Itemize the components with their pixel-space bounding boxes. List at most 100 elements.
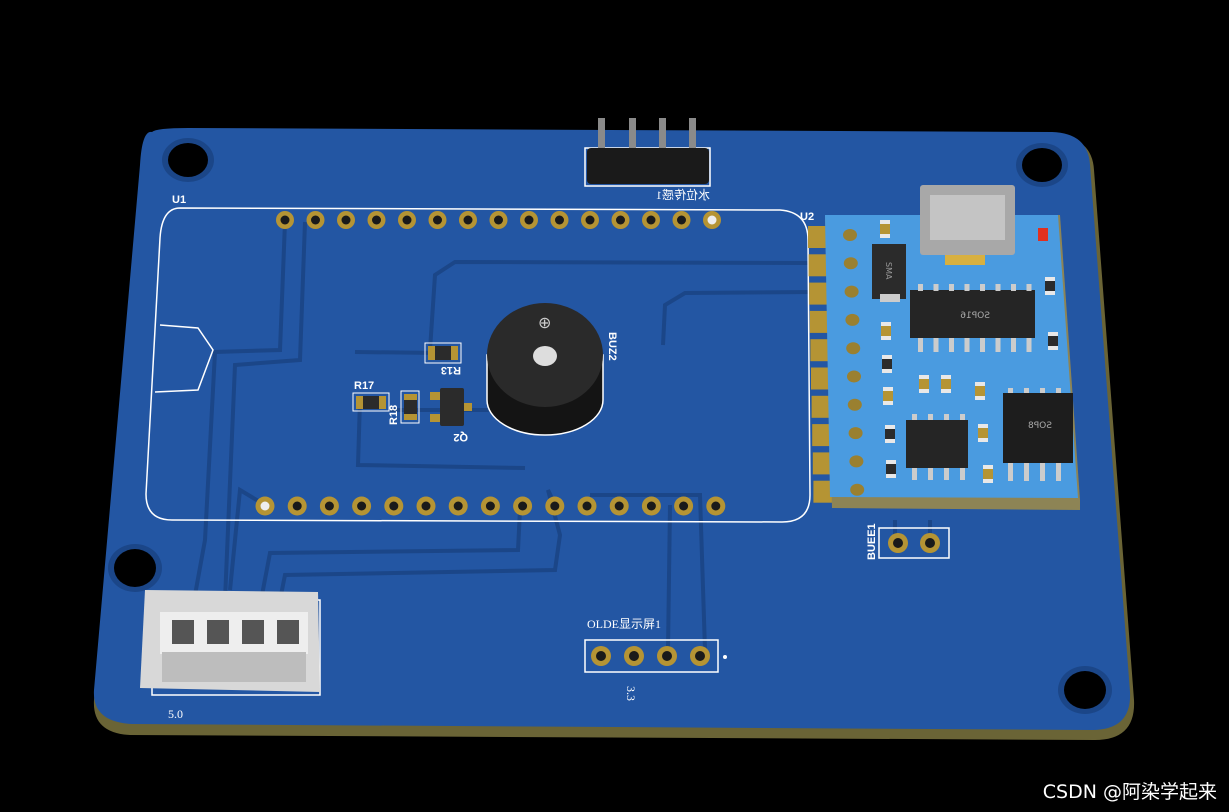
buzzer-header-buee1: BUEE1 [866, 523, 950, 560]
u1-notch [154, 324, 214, 393]
module-hole [849, 455, 864, 468]
module-hole [850, 483, 865, 496]
pin-hole [494, 215, 503, 225]
pin-hole [550, 501, 560, 511]
chip-sop16: SOP16 [910, 290, 1035, 338]
module-hole [847, 398, 862, 411]
pin-hole [280, 215, 290, 225]
r17-label: R17 [354, 380, 374, 392]
pin-hole [582, 501, 592, 511]
pin-hole [372, 215, 381, 225]
chip-pin [964, 284, 970, 291]
smd-component-body [978, 428, 988, 438]
chip-pin [995, 338, 1001, 352]
module-hole [845, 313, 860, 326]
pin-hole [585, 215, 595, 225]
micro-usb-connector [920, 185, 1015, 265]
pin-hole [707, 215, 717, 225]
pin-hole [524, 215, 534, 225]
smd-component-body [975, 386, 985, 396]
pin-hole [555, 215, 564, 225]
u1-pin-row-top [276, 211, 721, 229]
oled-label: OLDE显示屏1 [587, 617, 661, 631]
smd-component-body [885, 429, 895, 439]
chip-pin [912, 468, 917, 480]
chip-pin [1008, 388, 1013, 394]
chip-pin [949, 338, 954, 352]
chip-pin [933, 338, 939, 352]
u1-outline [145, 207, 811, 523]
chip-pin [1040, 463, 1045, 481]
pin-hole [679, 501, 689, 511]
plus-icon: ⊕ [538, 313, 551, 332]
pin-hole [463, 215, 473, 225]
pin-hole [357, 501, 367, 511]
resistor-r13: R13 [424, 342, 462, 376]
r18-label: R18 [388, 405, 400, 425]
chip-pin [1008, 463, 1013, 481]
module-hole [846, 342, 861, 355]
buz2-label: BUZ2 [606, 332, 618, 361]
smd-component-body [882, 359, 892, 369]
pin-hole [677, 215, 686, 225]
pin-hole [402, 215, 412, 225]
mounting-hole-inner [1022, 148, 1062, 182]
led [1038, 228, 1048, 241]
smd-component-body [983, 469, 993, 479]
sop16-label: SOP16 [960, 311, 990, 321]
pin-hole [324, 501, 334, 511]
resistor-r17: R17 [352, 380, 390, 412]
chip-pin [928, 468, 933, 480]
chip-pin [933, 284, 939, 291]
chip-pin [960, 468, 965, 480]
chip-pin [1026, 284, 1032, 291]
chip-sop8-small [906, 420, 968, 468]
pin-hole [433, 215, 442, 225]
module-hole [847, 370, 861, 383]
chip-pin [960, 414, 965, 421]
chip-pin [1026, 338, 1032, 352]
smd-component-body [1045, 281, 1055, 291]
pin-hole [260, 501, 270, 511]
pin-hole [485, 501, 495, 511]
pin-hole [614, 501, 624, 511]
module-hole [843, 257, 858, 270]
chip-pin [949, 284, 954, 291]
watermark: CSDN @阿染学起来 [1042, 781, 1217, 803]
pin-hole [421, 501, 431, 511]
smd-component-body [1048, 336, 1058, 346]
pin-hole [711, 501, 721, 511]
chip-pin [995, 284, 1001, 291]
chip-pin [912, 414, 917, 421]
chip-pin [1024, 388, 1029, 394]
smd-component-body [881, 326, 891, 336]
u2-pin-holes [843, 229, 865, 496]
smd-component-body [886, 464, 896, 474]
smd-capacitors [880, 220, 1058, 483]
smd-component-body [883, 391, 893, 401]
chip-pin [944, 468, 949, 480]
r13-label: R13 [441, 364, 461, 376]
chip-pin [1056, 463, 1061, 481]
chip-pin [1040, 388, 1045, 394]
pin-hole [646, 501, 656, 511]
u1-pin-row-bottom [255, 496, 726, 516]
water-sensor-label: 水位传感1 [656, 187, 710, 202]
voltage-5v-label: 5.0 [168, 707, 183, 721]
mounting-hole-inner [114, 549, 156, 587]
transistor-q2: Q2 [430, 388, 472, 443]
pin-hole [646, 215, 656, 225]
u1-label: U1 [172, 194, 186, 206]
buee1-label: BUEE1 [866, 523, 878, 560]
sma-label: SMA [884, 262, 893, 280]
chip-pin [1011, 338, 1016, 352]
chip-pin [928, 414, 933, 421]
smd-component-body [880, 224, 890, 234]
chip-pin [918, 284, 923, 291]
module-hole [843, 229, 857, 241]
chip-pin [964, 338, 970, 352]
pin-hole [311, 215, 320, 225]
mounting-hole-inner [168, 143, 208, 177]
module-hole [848, 427, 863, 440]
